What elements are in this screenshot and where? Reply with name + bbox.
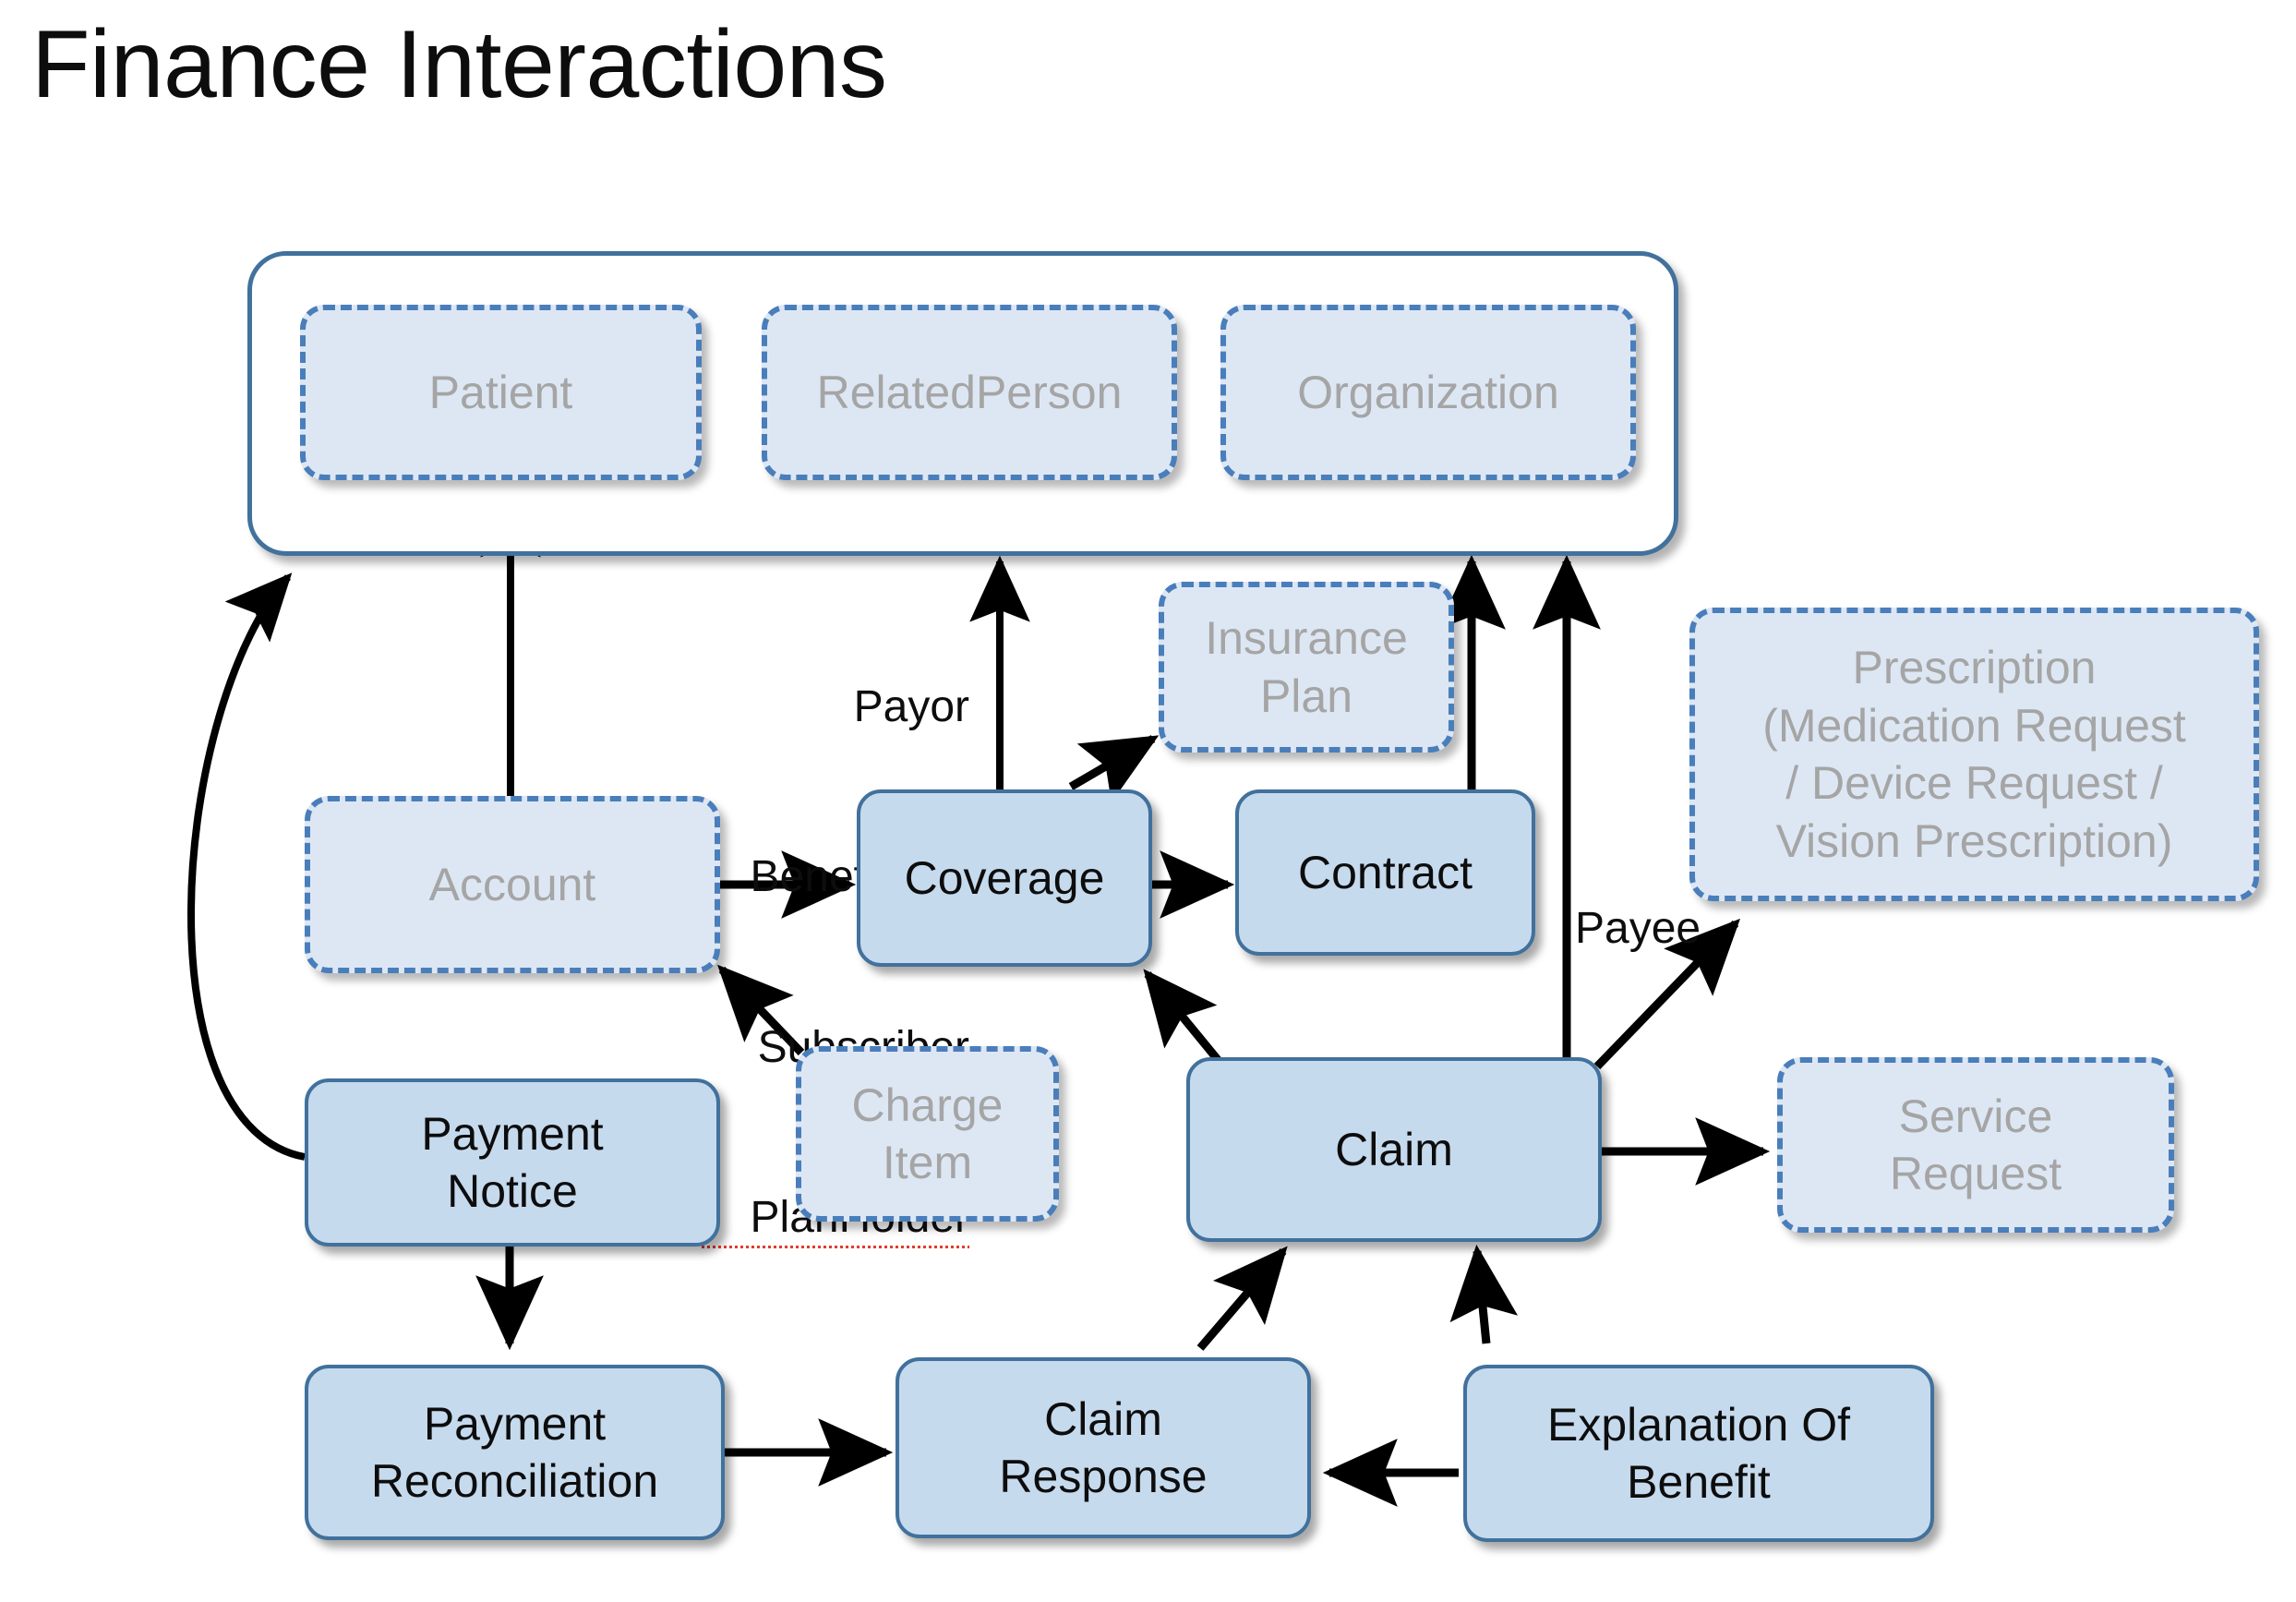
node-claim-label: Claim [1335,1123,1453,1175]
node-insurance-plan[interactable]: Insurance Plan [1159,582,1454,753]
edge-explanation-of-benefit-to-claim [1449,1244,1519,1344]
node-explanation-of-benefit[interactable]: Explanation Of Benefit [1463,1365,1934,1542]
edge-payment-notice-to-actor-group [186,572,306,1161]
edge-claim-to-coverage [1143,969,1227,1069]
node-patient-label: Patient [428,366,573,418]
node-service-request-label: Service Request [1889,1090,2062,1200]
node-coverage-label: Coverage [904,851,1105,904]
node-related-person[interactable]: RelatedPerson [762,305,1177,480]
node-payment-reconciliation-label: Payment Reconciliation [370,1397,659,1508]
node-charge-item-label: Charge Item [851,1078,1004,1189]
node-explanation-of-benefit-label: Explanation Of Benefit [1547,1398,1850,1509]
node-account[interactable]: Account [305,796,720,973]
node-patient[interactable]: Patient [300,305,702,480]
node-claim-response-label: Claim Response [999,1392,1208,1503]
node-contract-label: Contract [1298,846,1473,898]
node-service-request[interactable]: Service Request [1777,1057,2174,1233]
node-coverage[interactable]: Coverage [857,789,1152,967]
node-prescription[interactable]: Prescription (Medication Request / Devic… [1689,608,2259,901]
edge-claim-response-to-claim [1196,1246,1288,1351]
node-related-person-label: RelatedPerson [816,366,1123,418]
node-prescription-label: Prescription (Medication Request / Devic… [1762,642,2186,867]
node-payment-reconciliation[interactable]: Payment Reconciliation [305,1365,725,1540]
node-organization[interactable]: Organization [1220,305,1636,480]
node-account-label: Account [428,858,596,910]
node-claim-response[interactable]: Claim Response [896,1357,1311,1538]
node-payment-notice[interactable]: Payment Notice [305,1078,720,1247]
node-organization-label: Organization [1297,366,1559,418]
node-payment-notice-label: Payment Notice [421,1107,604,1218]
edge-coverage-to-insurance-plan [1068,735,1160,803]
edge-label-payee: Payee [1575,904,1701,953]
node-claim[interactable]: Claim [1186,1057,1602,1242]
node-insurance-plan-label: Insurance Plan [1205,612,1408,722]
node-contract[interactable]: Contract [1235,789,1535,956]
page-title: Finance Interactions [31,11,887,118]
edge-label-role-payor: Payor [853,681,969,731]
node-charge-item[interactable]: Charge Item [796,1046,1059,1222]
